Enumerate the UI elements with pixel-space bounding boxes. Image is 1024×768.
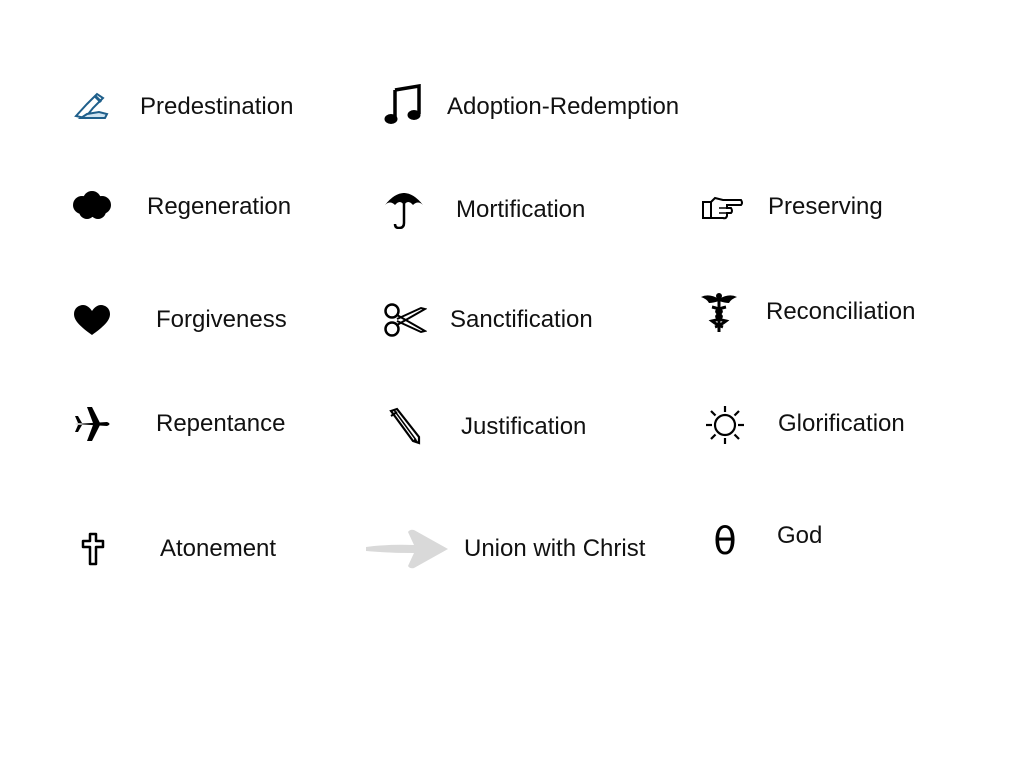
term-label: Sanctification — [450, 306, 593, 333]
term-label: Predestination — [140, 93, 294, 120]
term-label: Mortification — [456, 196, 586, 223]
scissors-icon — [382, 302, 428, 338]
term-label: Regeneration — [147, 193, 292, 220]
cloud-icon — [70, 188, 114, 222]
writing-hand-icon — [72, 90, 112, 124]
term-label: God — [777, 522, 823, 549]
umbrella-icon — [382, 184, 426, 230]
term-label: Repentance — [156, 410, 286, 437]
term-label: Atonement — [160, 535, 277, 562]
caduceus-icon — [698, 290, 740, 334]
arrow-icon — [364, 526, 450, 572]
sun-icon — [704, 404, 746, 446]
cross-icon — [78, 530, 108, 568]
term-label: Justification — [461, 413, 587, 440]
term-label: Forgiveness — [156, 306, 287, 333]
music-notes-icon — [382, 84, 424, 126]
airplane-icon — [72, 404, 114, 444]
pencil-icon — [386, 406, 422, 446]
theta-icon: θ — [713, 519, 737, 563]
heart-icon — [72, 304, 112, 338]
term-label: Reconciliation — [766, 298, 916, 325]
term-label: Adoption-Redemption — [447, 93, 680, 120]
term-label: Glorification — [778, 410, 905, 437]
term-label: Union with Christ — [464, 535, 646, 562]
term-label: Preserving — [768, 193, 883, 220]
pointing-hand-icon — [700, 194, 744, 222]
